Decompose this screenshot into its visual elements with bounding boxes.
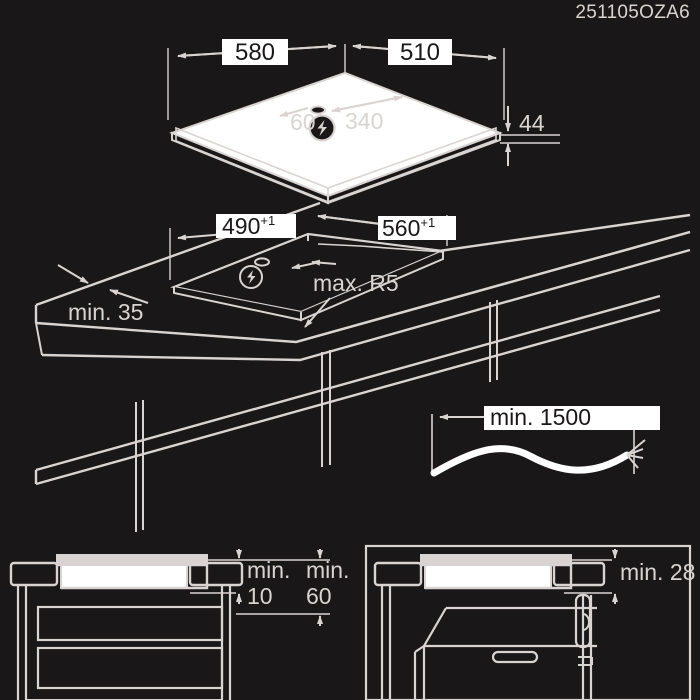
right-hob-body xyxy=(421,563,573,590)
dim-arrow-340-left xyxy=(331,96,403,113)
left-hob-glass xyxy=(60,564,188,589)
worktop-left-thickness xyxy=(35,322,43,356)
dim-ext-44 xyxy=(500,134,560,144)
dim-label-bg-560 xyxy=(378,216,456,240)
worktop-front-edge-lower xyxy=(295,230,691,344)
mains-cable-view: min. 1500 xyxy=(430,404,660,477)
right-hob-glass xyxy=(424,564,552,589)
left-cabinet-divider xyxy=(220,585,232,700)
cable-path xyxy=(430,445,631,477)
dim-label-bg-510 xyxy=(388,39,452,65)
cutout-lightning-bolt-icon xyxy=(247,270,256,284)
dim-arrow-cutout-inner-right xyxy=(311,259,337,266)
left-worktop-right-part xyxy=(188,561,244,587)
dim-leader-maxR5 xyxy=(304,297,331,328)
cable-wire-ends-icon xyxy=(626,439,646,469)
worktop-thickness-edge xyxy=(41,248,691,362)
right-section-frame xyxy=(364,544,692,700)
hob-bottom-outline xyxy=(175,139,497,204)
right-worktop-left-part xyxy=(373,561,423,587)
dim-label-min60-value: 60 xyxy=(306,583,332,609)
lower-panel-edge-top xyxy=(35,294,661,472)
document-code-label: 251105OZA6 xyxy=(575,2,690,23)
hob-glass-top xyxy=(169,71,503,198)
oven-bracket-detail-icon xyxy=(582,613,590,631)
cutout-connection-box-icon xyxy=(254,257,270,267)
left-drawer-lower xyxy=(36,646,224,690)
dim-label-60: 60 xyxy=(290,109,316,135)
left-drawer-upper xyxy=(36,605,224,642)
dim-leader-560 xyxy=(317,243,444,253)
hob-isometric-view: 580 510 44 60 340 xyxy=(167,39,560,205)
left-worktop-left-part xyxy=(9,561,59,587)
oven-handle-icon xyxy=(491,650,539,664)
right-worktop-right-part xyxy=(552,561,606,587)
dim-label-min60-prefix: min. xyxy=(306,557,349,583)
dim-arrow-min35-lower xyxy=(109,289,149,304)
left-cabinet-side-wall xyxy=(16,585,28,700)
oven-door-bevel xyxy=(414,645,425,653)
dim-label-340: 340 xyxy=(345,108,383,134)
right-hob-frame xyxy=(420,554,572,566)
cutout-wall-right xyxy=(300,251,444,322)
oven-side-bracket xyxy=(574,593,592,649)
cable-dim-label: min. 1500 xyxy=(490,404,591,430)
oven-socket-icon xyxy=(578,656,593,666)
hob-side-edges xyxy=(171,133,501,140)
worktop-cutout-view: 490+1 560+1 min. 35 max. R5 xyxy=(34,201,691,532)
dim-label-580: 580 xyxy=(235,39,275,66)
worktop-back-edge-right xyxy=(431,213,691,254)
dim-label-560: 560+1 xyxy=(382,215,435,241)
dim-arrow-min35-upper xyxy=(57,264,89,284)
dim-label-44: 44 xyxy=(519,110,545,136)
dim-arrow-60 xyxy=(279,107,309,117)
lower-panel-edge-bottom xyxy=(35,308,661,486)
dim-label-510: 510 xyxy=(400,39,440,66)
dim-ext-min10 xyxy=(179,559,236,594)
dim-ext-min28 xyxy=(560,559,612,594)
dim-label-min10-value: 10 xyxy=(247,583,273,609)
cable-dim-label-bg xyxy=(484,406,660,430)
oven-top-panel xyxy=(424,606,597,648)
section-with-drawers-view: min. 10 min. 60 xyxy=(9,549,349,700)
dim-label-min35: min. 35 xyxy=(68,299,143,325)
dim-label-min28: min. 28 xyxy=(620,559,695,585)
lightning-bolt-icon xyxy=(317,120,327,136)
dim-label-min10-prefix: min. xyxy=(247,557,290,583)
dim-label-bg-580 xyxy=(222,39,288,65)
dim-label-490: 490+1 xyxy=(222,213,275,239)
right-cabinet-side-wall xyxy=(380,585,392,700)
oven-panel-bevel xyxy=(423,607,447,647)
dim-label-bg-490 xyxy=(216,214,296,238)
dim-label-maxR5: max. R5 xyxy=(313,270,399,296)
connection-box-icon xyxy=(310,105,326,115)
section-with-oven-view: min. 28 xyxy=(364,544,695,700)
left-hob-body xyxy=(57,563,209,590)
oven-door-edge xyxy=(413,646,426,700)
dim-ext-min60 xyxy=(236,559,330,615)
